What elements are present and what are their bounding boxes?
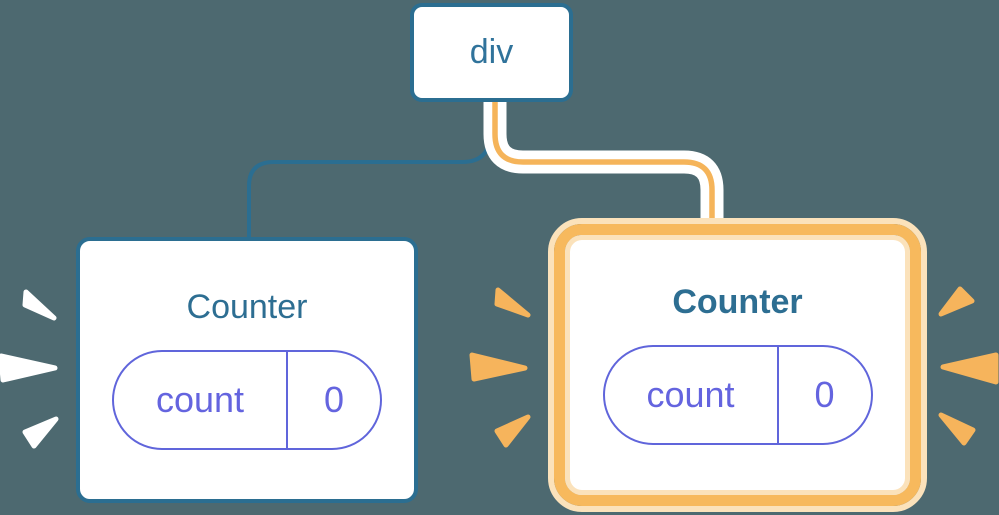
sparkle-icon bbox=[22, 416, 59, 449]
tree-node-div: div bbox=[410, 3, 573, 102]
counter-card: Counter count 0 bbox=[565, 235, 910, 495]
sparkle-icon bbox=[494, 287, 531, 318]
sparkle-icon bbox=[938, 412, 976, 446]
state-value: 0 bbox=[323, 379, 345, 420]
sparkle-icon bbox=[469, 352, 528, 382]
sparkle-icon bbox=[494, 414, 531, 448]
state-pill: count 0 bbox=[112, 350, 382, 450]
state-key-label: count bbox=[114, 352, 288, 448]
sparkle-burst-orange-right bbox=[938, 286, 999, 446]
sparkle-burst-white-left bbox=[0, 289, 59, 449]
sparkle-icon bbox=[940, 352, 999, 385]
connector-blue-line bbox=[247, 98, 492, 242]
connector-orange-line bbox=[492, 98, 715, 242]
highlight-orange-border: Counter count 0 bbox=[554, 224, 921, 506]
tree-node-counter-left: Counter count 0 bbox=[76, 237, 418, 503]
counter-title: Counter bbox=[672, 283, 803, 321]
sparkle-burst-orange-left bbox=[469, 287, 531, 448]
state-key-label: count bbox=[605, 347, 779, 443]
state-pill: count 0 bbox=[602, 345, 873, 445]
tree-node-counter-right-highlighted: Counter count 0 bbox=[548, 218, 927, 512]
div-node-label: div bbox=[469, 33, 514, 71]
sparkle-icon bbox=[22, 289, 57, 321]
counter-title: Counter bbox=[186, 288, 308, 326]
sparkle-icon bbox=[938, 286, 975, 317]
sparkle-icon bbox=[0, 353, 58, 383]
state-value: 0 bbox=[814, 374, 835, 415]
